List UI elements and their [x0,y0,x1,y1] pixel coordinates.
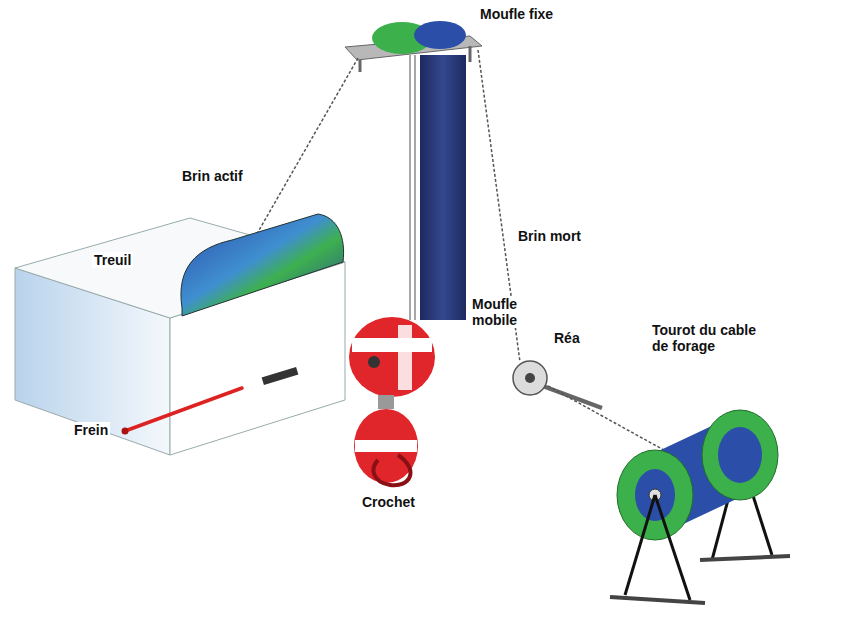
spool-stand [655,495,690,600]
sheave-wheel [513,361,547,395]
hook-stripe [355,440,417,452]
spool-base [610,597,705,603]
part-label: Réa [552,330,582,346]
spool-stand [625,495,655,595]
cable-line [414,55,416,320]
crown-sheave [414,21,466,49]
cable-line [409,55,411,320]
part-label: Frein [72,422,110,438]
spool-base [700,556,790,560]
travelling-block [349,317,435,397]
sheave-hub [525,373,535,383]
hook-tip [374,455,411,485]
sheave-arm [540,385,602,408]
block-stripe [352,338,432,352]
spool-core [718,427,762,483]
winch-slot [262,367,299,385]
spool-flange [702,410,778,500]
brake-lever [125,388,242,431]
brake-knob [122,428,129,435]
derrick-column [420,55,466,320]
part-label: Moufle mobile [470,296,540,328]
part-label: Brin actif [180,168,245,184]
cable-spool [610,410,790,603]
block-pin [368,356,380,368]
part-label: Moufle fixe [478,6,555,22]
part-label: Treuil [92,252,133,268]
block-stripe [398,325,412,390]
hook-body [354,409,418,483]
fast-line-cable [258,58,358,232]
part-label: Tourot du cable de forage [650,322,776,354]
part-label: Brin mort [516,228,583,244]
part-label: Crochet [360,494,417,510]
crown-beam-leg [469,46,472,62]
crown-beam-leg [359,60,362,72]
winch-drum [181,214,344,316]
hook-shank [378,395,394,409]
